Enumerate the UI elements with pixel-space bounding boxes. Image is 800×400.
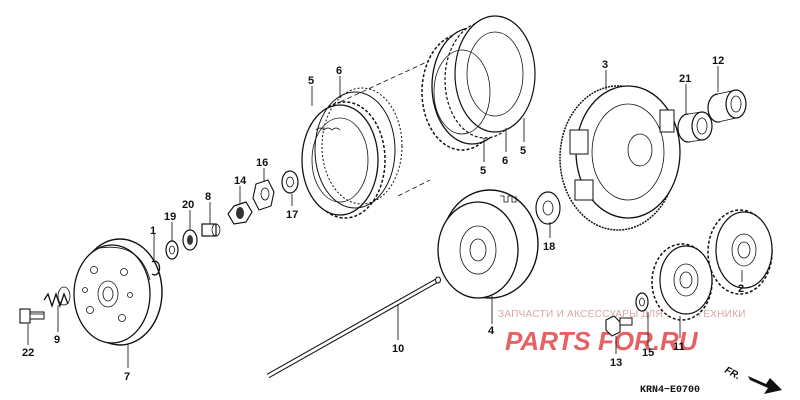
callout-2: 2 <box>738 283 744 295</box>
leader-lines <box>27 66 743 368</box>
part-13-bolt <box>605 315 633 337</box>
watermark-brand: PARTS FOR.RU <box>505 326 699 356</box>
callout-4: 4 <box>488 325 495 337</box>
callout-12: 12 <box>712 55 724 67</box>
clutch-plates-right-stack <box>421 15 536 151</box>
part-2-gear <box>707 209 773 295</box>
front-direction-arrow: FR. <box>723 365 782 394</box>
part-20-bearing <box>182 229 198 251</box>
callout-14: 14 <box>234 175 247 187</box>
part-19-washer <box>165 240 179 260</box>
callout-6-right: 6 <box>502 155 508 167</box>
callout-19: 19 <box>164 211 176 223</box>
part-18-washer <box>535 191 561 225</box>
callout-8: 8 <box>205 191 211 203</box>
part-10-push-rod <box>266 276 441 379</box>
part-3-clutch-outer <box>559 85 681 231</box>
part-22-bolt <box>19 308 45 324</box>
part-15-washer <box>635 292 649 312</box>
guide-line-bottom <box>397 179 431 197</box>
clutch-plates-left-stack <box>301 87 403 219</box>
part-8-lifter <box>201 223 221 237</box>
callout-7: 7 <box>124 371 130 383</box>
part-7-pressure-plate <box>73 238 163 346</box>
callout-17: 17 <box>286 209 298 221</box>
svg-text:FR.: FR. <box>723 365 742 382</box>
callout-10: 10 <box>392 343 404 355</box>
callout-5-right: 5 <box>520 145 526 157</box>
watermark-top-text: ЗАПЧАСТИ И АКСЕССУАРЫ ДЛЯ МОТОТЕХНИКИ <box>498 309 746 320</box>
callout-20: 20 <box>182 199 194 211</box>
part-17-washer <box>281 170 299 194</box>
part-9-spring <box>43 286 71 309</box>
part-14-nut <box>227 201 253 225</box>
part-11-gear <box>651 243 713 321</box>
callout-3: 3 <box>602 59 608 71</box>
callout-15: 15 <box>642 347 654 359</box>
part-16-lock-washer <box>252 179 275 211</box>
diagram-code: KRN4−E0700 <box>640 385 700 396</box>
callout-9: 9 <box>54 334 60 346</box>
callout-16: 16 <box>256 157 268 169</box>
callout-13: 13 <box>610 357 622 369</box>
callout-1: 1 <box>150 225 156 237</box>
callout-11: 11 <box>673 341 685 353</box>
callout-6-left: 6 <box>336 65 342 77</box>
callout-5-left: 5 <box>308 75 314 87</box>
part-12-collar <box>707 89 747 123</box>
part-4-clutch-center <box>437 189 539 299</box>
callout-5-mid: 5 <box>480 165 486 177</box>
part-21-needle-bearing <box>677 111 713 143</box>
callout-18: 18 <box>543 241 555 253</box>
callout-22: 22 <box>22 347 34 359</box>
callout-21: 21 <box>679 73 691 85</box>
